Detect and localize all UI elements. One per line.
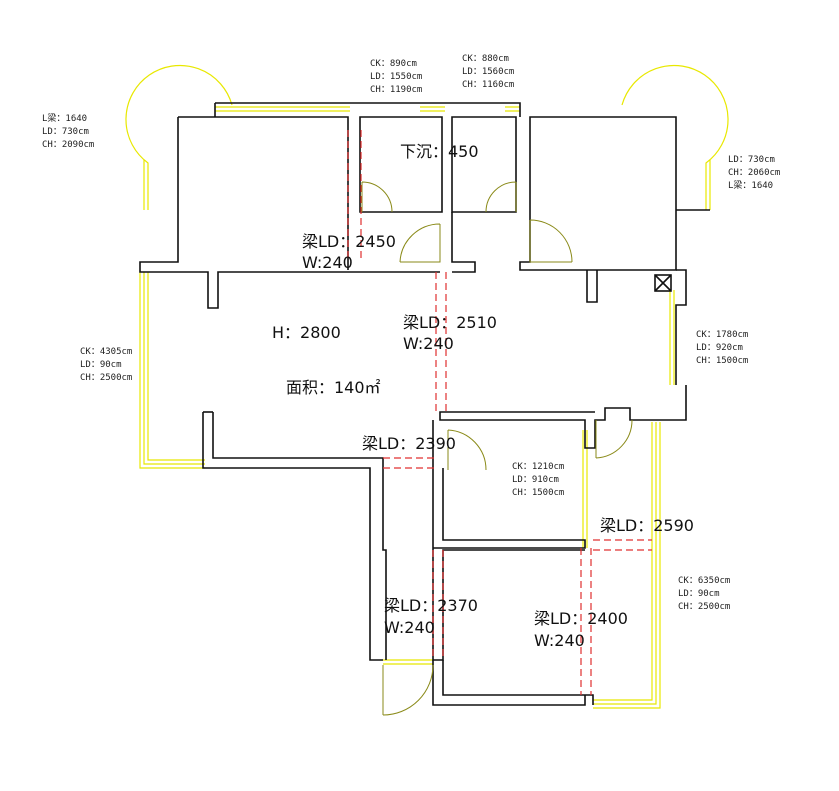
svg-text:CH：2090cm: CH：2090cm (42, 140, 94, 150)
svg-text:CH：2060cm: CH：2060cm (728, 168, 780, 178)
svg-text:CK：6350cm: CK：6350cm (678, 576, 730, 586)
bay-window-right (621, 64, 729, 210)
svg-text:CH：2500cm: CH：2500cm (80, 373, 132, 383)
svg-text:CK：1780cm: CK：1780cm (696, 330, 748, 340)
svg-text:LD：920cm: LD：920cm (696, 343, 743, 353)
windows (125, 64, 729, 709)
label-sink: 下沉：450 (400, 142, 479, 161)
svg-text:L梁：1640: L梁：1640 (42, 112, 87, 124)
svg-text:LD：90cm: LD：90cm (678, 589, 720, 599)
label-area: 面积：140㎡ (286, 378, 381, 397)
annotation-center-middle: CK：1210cm LD：910cm CH：1500cm (512, 462, 564, 498)
label-beam-2590: 梁LD：2590 (600, 516, 694, 535)
annotation-top-left: L梁：1640 LD：730cm CH：2090cm (42, 112, 94, 150)
window-right-wall (669, 290, 675, 385)
label-beam-2370-width: W:240 (384, 618, 435, 637)
label-beam-2370: 梁LD：2370 (384, 596, 478, 615)
doors (361, 181, 633, 716)
label-height: H：2800 (272, 323, 341, 342)
window-top-1 (215, 106, 350, 112)
svg-text:LD：1550cm: LD：1550cm (370, 72, 422, 82)
label-beam-2450: 梁LD：2450 (302, 232, 396, 251)
svg-text:CH：1500cm: CH：1500cm (696, 356, 748, 366)
label-beam-2400-width: W:240 (534, 631, 585, 650)
window-left-wall (139, 272, 205, 469)
svg-text:L梁：1640: L梁：1640 (728, 179, 773, 191)
svg-text:CH：1160cm: CH：1160cm (462, 80, 514, 90)
annotation-left-middle: CK：4305cm LD：90cm CH：2500cm (80, 347, 132, 383)
svg-text:LD：910cm: LD：910cm (512, 475, 559, 485)
shaft (654, 274, 672, 292)
svg-text:CK：4305cm: CK：4305cm (80, 347, 132, 357)
svg-text:CK：1210cm: CK：1210cm (512, 462, 564, 472)
svg-text:CH：1190cm: CH：1190cm (370, 85, 422, 95)
svg-text:LD：90cm: LD：90cm (80, 360, 122, 370)
label-beam-2400: 梁LD：2400 (534, 609, 628, 628)
svg-text:CH：2500cm: CH：2500cm (678, 602, 730, 612)
label-beam-2450-width: W:240 (302, 253, 353, 272)
annotation-top-center-2: CK：880cm LD：1560cm CH：1160cm (462, 54, 514, 90)
svg-text:LD：730cm: LD：730cm (42, 127, 89, 137)
label-beam-2390: 梁LD：2390 (362, 434, 456, 453)
label-beam-2510: 梁LD：2510 (403, 313, 497, 332)
svg-text:CK：880cm: CK：880cm (462, 54, 509, 64)
svg-text:CH：1500cm: CH：1500cm (512, 488, 564, 498)
bay-window-left (125, 64, 233, 210)
beams (347, 130, 652, 695)
window-right-bottom (593, 422, 661, 709)
window-top-2 (420, 106, 520, 112)
svg-text:CK：890cm: CK：890cm (370, 59, 417, 69)
svg-text:LD：1560cm: LD：1560cm (462, 67, 514, 77)
svg-text:LD：730cm: LD：730cm (728, 155, 775, 165)
annotation-top-center-1: CK：890cm LD：1550cm CH：1190cm (370, 59, 422, 95)
label-beam-2510-width: W:240 (403, 334, 454, 353)
annotation-top-right: LD：730cm CH：2060cm L梁：1640 (728, 155, 780, 191)
annotation-right-middle: CK：1780cm LD：920cm CH：1500cm (696, 330, 748, 366)
annotation-right-bottom: CK：6350cm LD：90cm CH：2500cm (678, 576, 730, 612)
